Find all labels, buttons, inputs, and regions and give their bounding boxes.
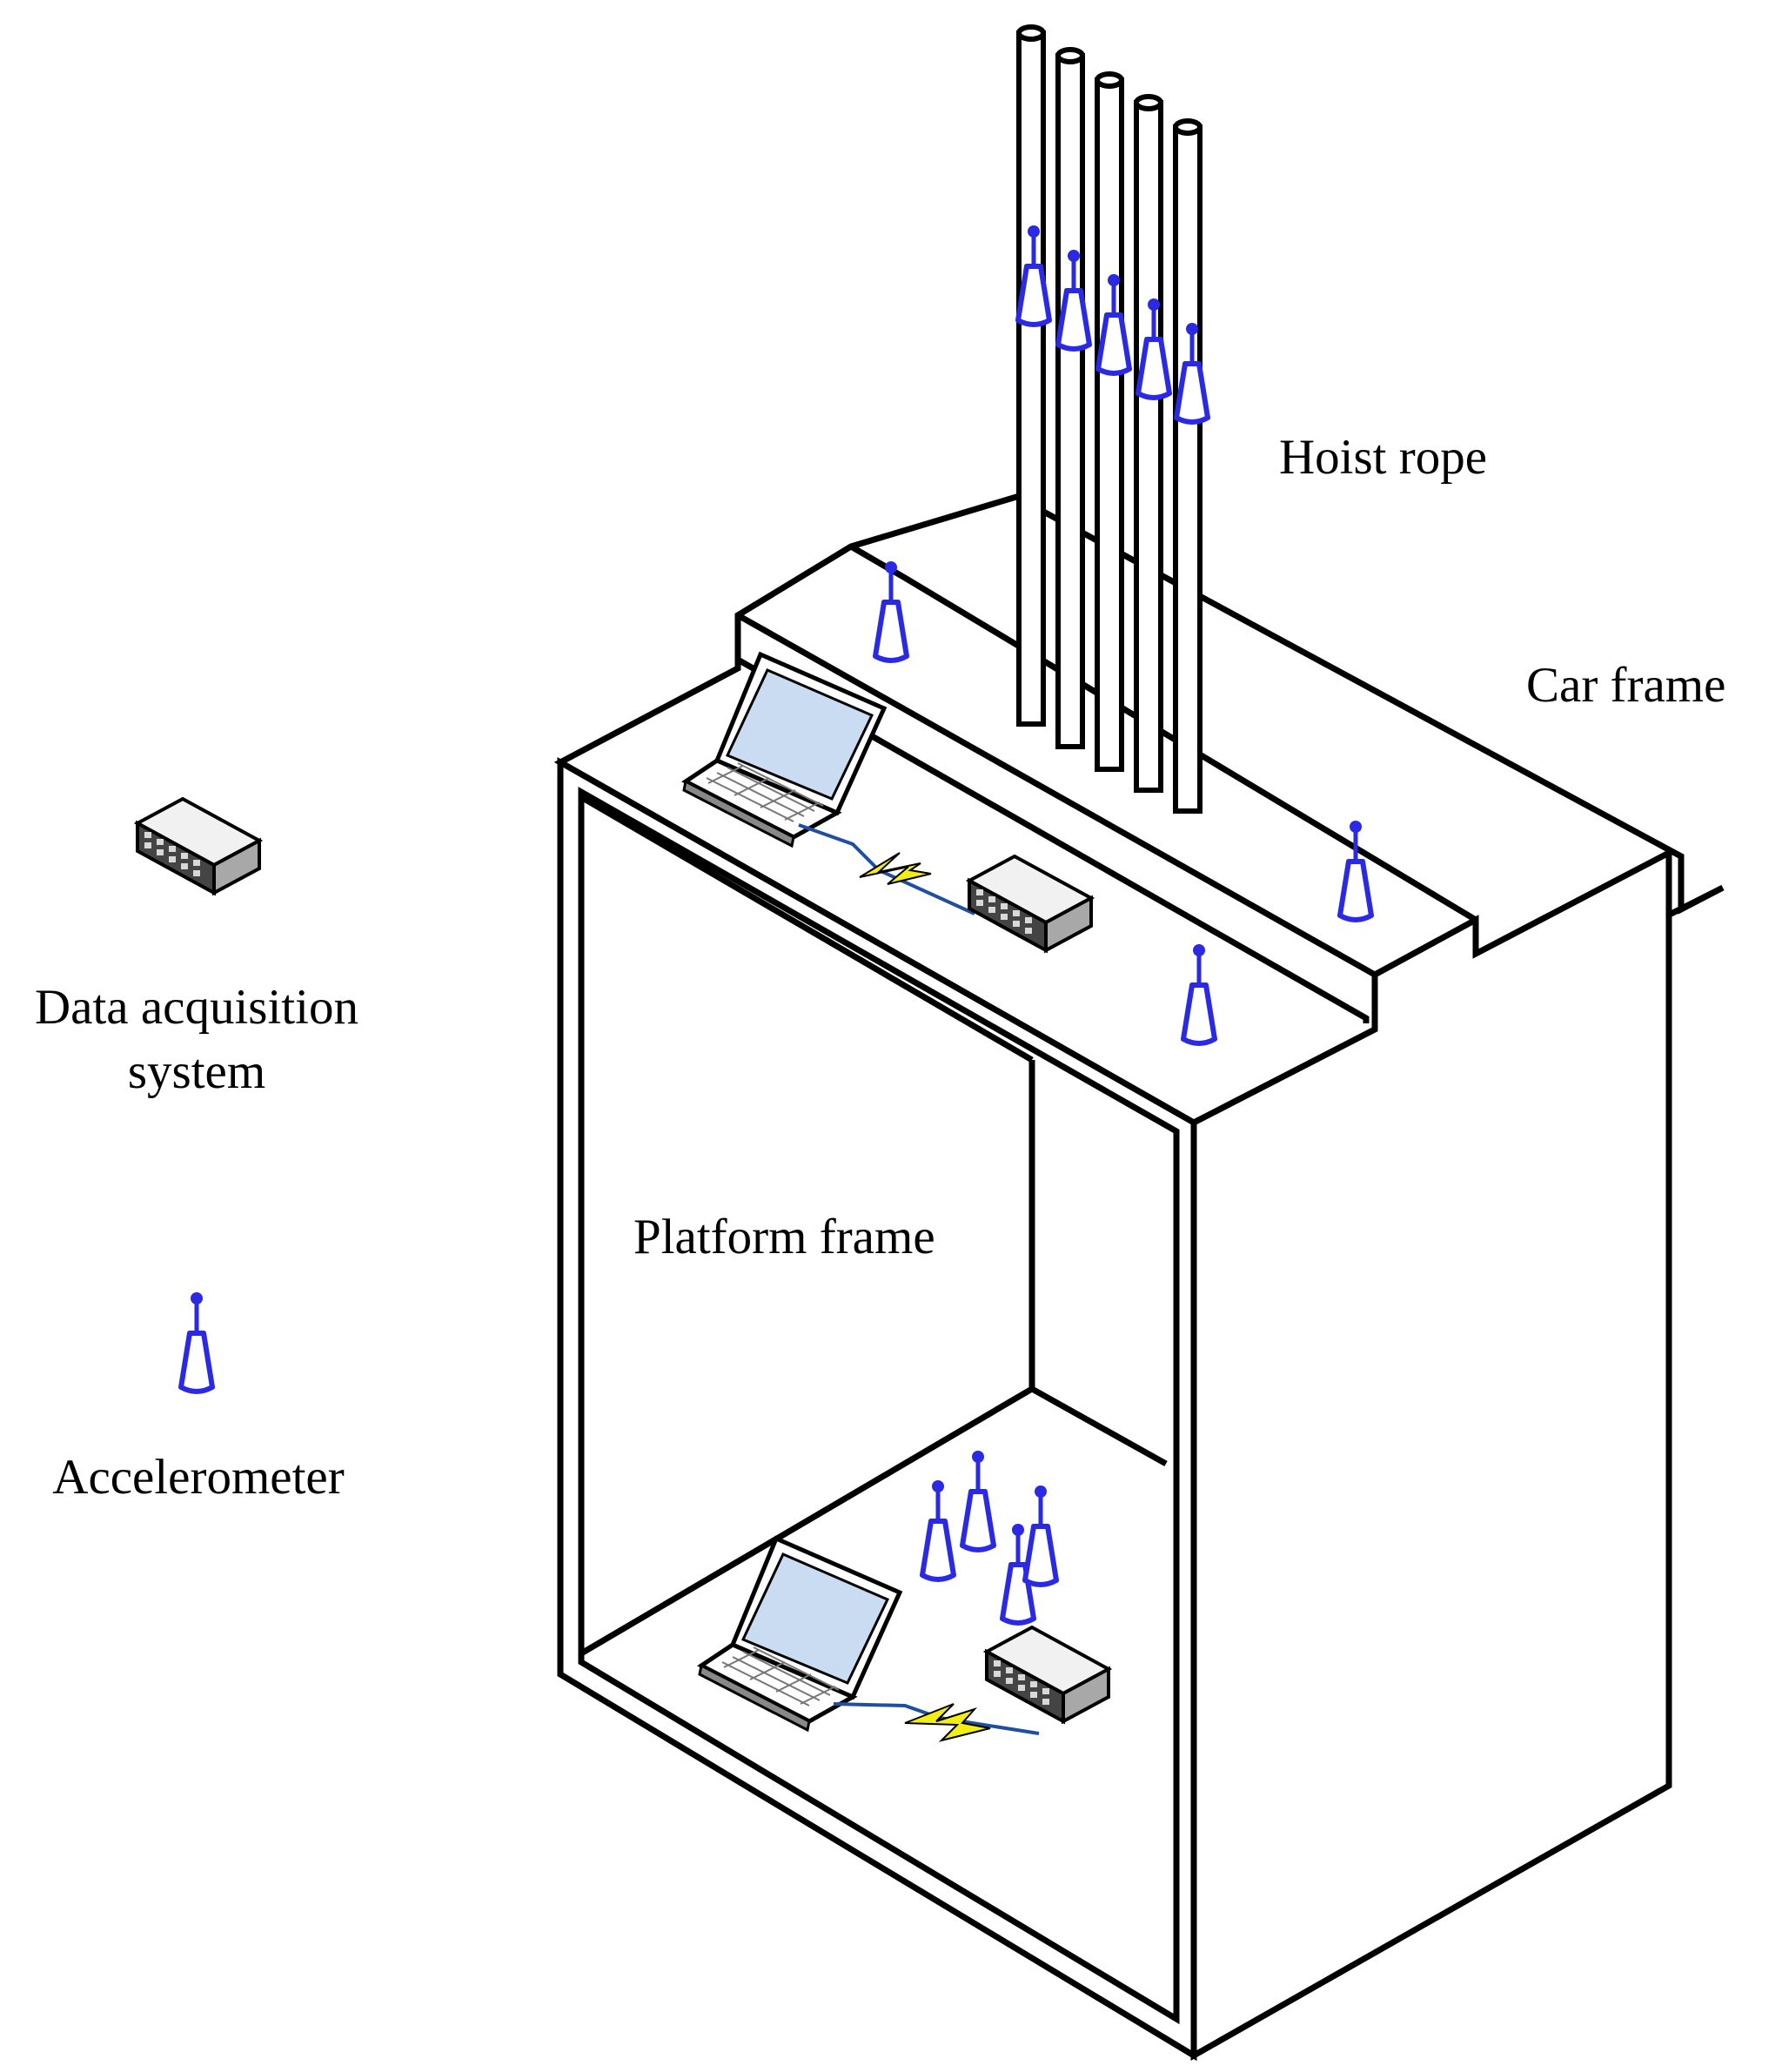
top-measurement-set xyxy=(684,654,1093,952)
floor-measurement-set xyxy=(700,1539,1110,1742)
crosshead-left-edge xyxy=(734,615,1370,1023)
floor-wire xyxy=(833,1702,1040,1735)
legend-daq-icon xyxy=(136,797,261,895)
top-wireless-icon xyxy=(859,852,932,885)
platform-frame-label: Platform frame xyxy=(633,1210,935,1264)
hoist-rope-3 xyxy=(1095,71,1124,772)
car-frame-right-face xyxy=(1190,848,1672,2062)
hoist-rope-2 xyxy=(1055,47,1085,749)
platform-floor-back-edge xyxy=(1030,1385,1168,1467)
floor-wireless-icon xyxy=(904,1703,991,1742)
crosshead-back-edge xyxy=(849,543,1477,923)
crosshead-front-edge xyxy=(736,612,1377,978)
hoist-rope-1 xyxy=(1016,24,1046,727)
platform-floor-left-edge xyxy=(579,1385,1034,1657)
legend-daq-label-line1: Data acquisition xyxy=(35,980,358,1035)
legend: Data acquisition system Accelerometer xyxy=(35,797,358,1505)
legend-accelerometer-label: Accelerometer xyxy=(52,1450,344,1505)
top-wire xyxy=(798,823,975,915)
hoist-rope-4 xyxy=(1134,94,1163,793)
platform-top-left-edge xyxy=(579,794,1034,1063)
hoist-ropes xyxy=(1016,24,1203,814)
hoist-rope-5 xyxy=(1173,118,1203,814)
legend-accelerometer-icon xyxy=(181,1292,212,1391)
platform-frame-opening xyxy=(578,786,1180,2025)
legend-daq-label-line2: system xyxy=(128,1044,265,1099)
hoist-rope-label: Hoist rope xyxy=(1279,430,1487,485)
car-frame-label: Car frame xyxy=(1526,658,1725,713)
